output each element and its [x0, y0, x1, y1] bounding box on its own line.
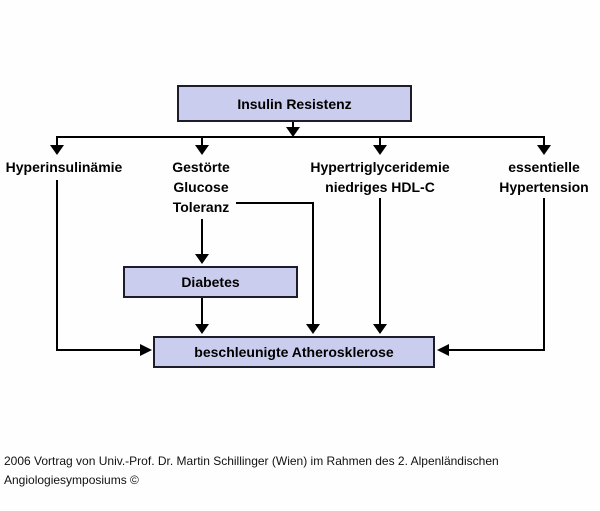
hyperinsulinaemie-down-line — [56, 180, 58, 351]
branch4-arrow-line — [543, 137, 545, 146]
left-arrowhead-right-icon — [140, 344, 152, 356]
hypertension-elbow-line — [449, 349, 545, 351]
toleranz-to-diabetes-line — [201, 219, 203, 255]
hypertriglyceridemie-down-line — [379, 198, 381, 325]
branch2-arrow-line — [201, 137, 203, 146]
branch-label-hyperinsulinaemie: Hyperinsulinämie — [5, 159, 123, 175]
hypertension-down-line — [543, 198, 545, 351]
hypertriglyceridemie-arrowhead-down-icon — [373, 324, 387, 334]
branch3-arrowhead-down-icon — [373, 145, 387, 155]
branch4-arrowhead-down-icon — [537, 145, 551, 155]
right-arrowhead-left-icon — [437, 344, 449, 356]
atherosklerose-box: beschleunigte Atherosklerose — [153, 336, 435, 368]
source-caption: 2006 Vortrag von Univ.-Prof. Dr. Martin … — [4, 452, 579, 490]
outcome-arrowhead-down-icon — [195, 324, 209, 334]
diabetes-label: Diabetes — [181, 274, 240, 290]
toleranz-bypass-vertical-line — [312, 202, 314, 325]
branch1-arrowhead-down-icon — [50, 145, 64, 155]
branch2-arrowhead-down-icon — [195, 145, 209, 155]
insulin-resistenz-label: Insulin Resistenz — [237, 95, 352, 112]
branch-label-glucose-toleranz: Gestörte Glucose Toleranz — [172, 159, 230, 215]
distribution-line — [56, 136, 545, 138]
bypass-arrowhead-down-icon — [306, 324, 320, 334]
root-arrowhead-down-icon — [286, 127, 300, 137]
atherosklerose-label: beschleunigte Atherosklerose — [194, 344, 394, 360]
diabetes-box: Diabetes — [123, 266, 298, 298]
hyperinsulinaemie-elbow-line — [56, 349, 140, 351]
root-arrow-line — [292, 122, 294, 128]
diabetes-to-outcome-line — [201, 298, 203, 325]
insulin-resistenz-box: Insulin Resistenz — [177, 85, 412, 122]
toleranz-bypass-horizontal-line — [236, 202, 314, 204]
caption-line1: 2006 Vortrag von Univ.-Prof. Dr. Martin … — [4, 454, 499, 468]
branch3-arrow-line — [379, 137, 381, 146]
branch-label-hypertriglyceridemie: Hypertriglyceridemie niedriges HDL-C — [310, 159, 450, 195]
branch1-arrow-line — [56, 137, 58, 146]
caption-line2: Angiologiesymposiums © — [4, 473, 139, 487]
diabetes-arrowhead-down-icon — [195, 254, 209, 264]
branch-label-hypertension: essentielle Hypertension — [499, 159, 589, 195]
